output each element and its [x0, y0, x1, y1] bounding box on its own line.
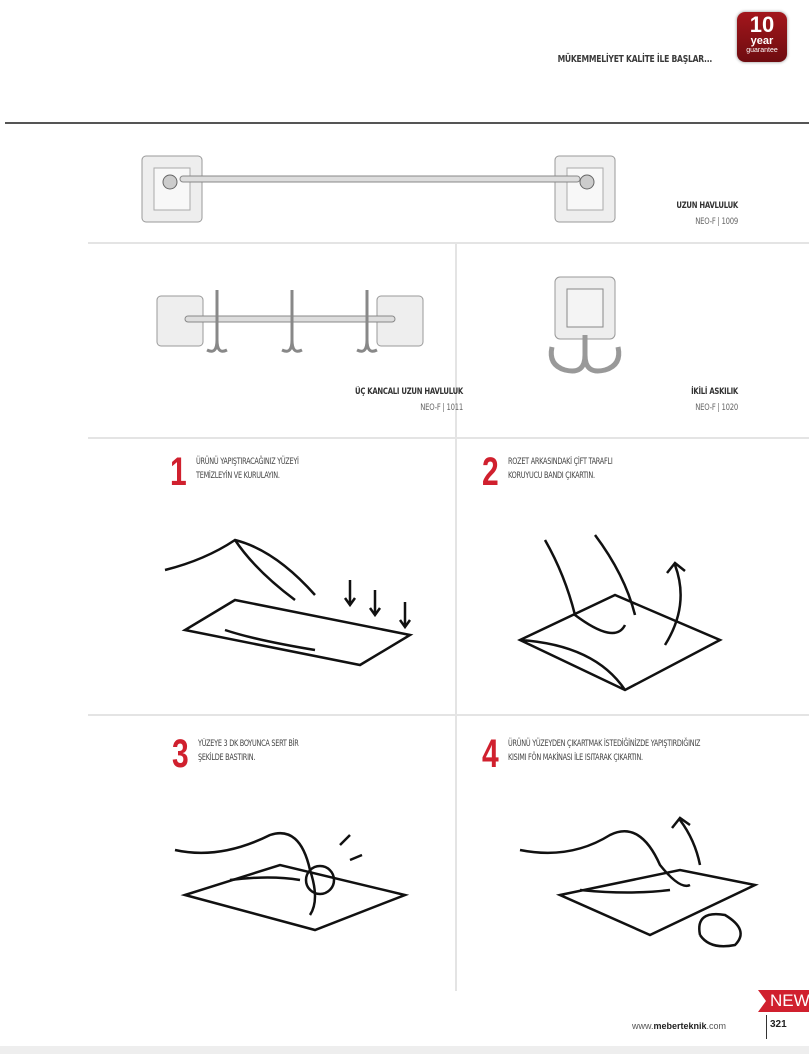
step-2-illustration [517, 534, 723, 692]
step-2: 2 ROZET ARKASINDAKİ ÇİFT TARAFLI KORUYUCU… [482, 450, 631, 494]
step-text: ÜRÜNÜ YÜZEYDEN ÇIKARTMAK İSTEDİĞİNİZDE Y… [508, 739, 701, 749]
step-text: YÜZEYE 3 DK BOYUNCA SERT BİR [198, 739, 299, 749]
step-3-illustration [174, 832, 410, 932]
step-text: ROZET ARKASINDAKİ ÇİFT TARAFLI [508, 457, 613, 467]
step-number: 4 [482, 732, 499, 776]
product-code: NEO-F | 1011 [420, 403, 463, 413]
divider [88, 437, 809, 439]
product-title: İKİLİ ASKILIK [691, 387, 738, 397]
divider [88, 714, 809, 716]
column-divider [455, 243, 457, 991]
page-number-divider [766, 1015, 767, 1039]
product-label-uc-kancali: ÜÇ KANCALI UZUN HAVLULUK NEO-F | 1011 [295, 384, 463, 416]
product-code: NEO-F | 1009 [695, 217, 738, 227]
tagline: MÜKEMMELİYET KALİTE İLE BAŞLAR... [557, 54, 713, 65]
badge-year: year [750, 35, 774, 47]
step-3: 3 YÜZEYE 3 DK BOYUNCA SERT BİR ŞEKİLDE BA… [172, 732, 316, 776]
guarantee-badge: 10 year guarantee [737, 12, 787, 62]
step-4-illustration [519, 816, 759, 948]
divider [88, 242, 809, 244]
step-text: KORUYUCU BANDI ÇIKARTIN. [508, 471, 595, 481]
badge-number: 10 [749, 12, 775, 37]
bottom-bar [0, 1046, 809, 1054]
product-label-uzun-havluluk: UZUN HAVLULUK NEO-F | 1009 [570, 198, 738, 230]
product-title: ÜÇ KANCALI UZUN HAVLULUK [354, 387, 463, 397]
step-text: TEMİZLEYİN VE KURULAYIN. [196, 471, 280, 481]
page-number: 321 [770, 1019, 787, 1030]
product-label-ikili-askilik: İKİLİ ASKILIK NEO-F | 1020 [570, 384, 738, 416]
url-brand: meberteknik [653, 1021, 707, 1031]
step-number: 2 [482, 450, 499, 494]
double-hook-image [548, 276, 622, 374]
step-4: 4 ÜRÜNÜ YÜZEYDEN ÇIKARTMAK İSTEDİĞİNİZDE… [482, 732, 734, 776]
step-number: 1 [170, 450, 187, 494]
step-text: KISIMI FÖN MAKİNASI İLE ISITARAK ÇIKARTI… [508, 753, 643, 763]
badge-guarantee: guarantee [746, 47, 778, 54]
website-link[interactable]: www.meberteknik.com [632, 1021, 726, 1031]
step-1: 1 ÜRÜNÜ YAPIŞTIRACAĞINIZ YÜZEYİ TEMİZLEYİ… [170, 450, 317, 494]
step-number: 3 [172, 732, 189, 776]
url-suffix: .com [706, 1021, 727, 1031]
towel-bar-image [141, 155, 616, 223]
three-hook-towel-bar-image [156, 290, 424, 353]
product-code: NEO-F | 1020 [695, 403, 738, 413]
header-divider [5, 122, 809, 124]
step-1-illustration [164, 538, 414, 667]
step-text: ÜRÜNÜ YAPIŞTIRACAĞINIZ YÜZEYİ [196, 457, 299, 467]
product-title: UZUN HAVLULUK [676, 201, 738, 211]
url-prefix: www. [632, 1021, 654, 1031]
step-text: ŞEKİLDE BASTIRIN. [198, 753, 256, 763]
new-banner: NEW [758, 990, 809, 1012]
